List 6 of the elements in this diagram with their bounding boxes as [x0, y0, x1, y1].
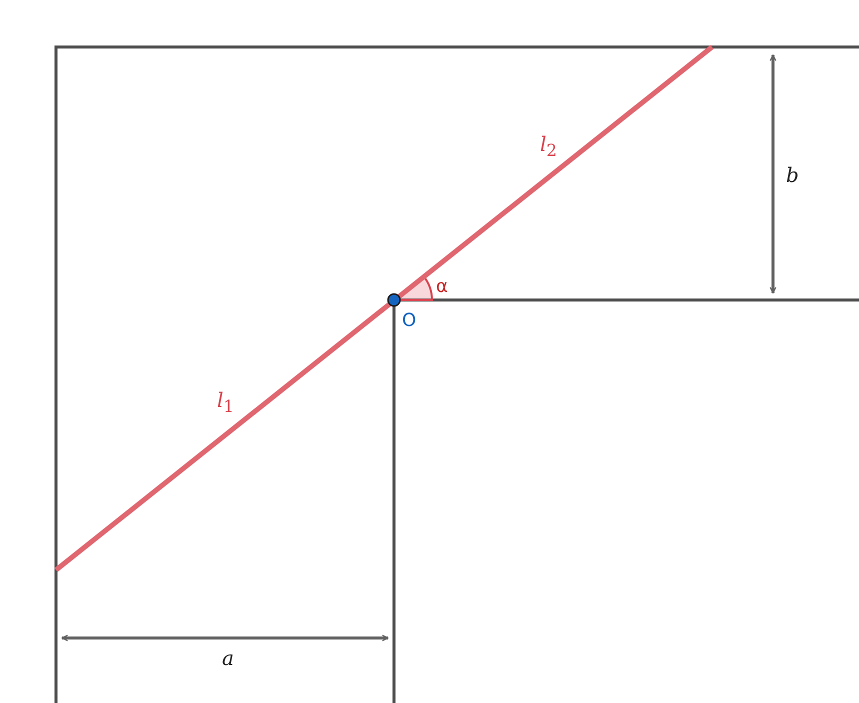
segment-label: l$_{2}$: [540, 134, 558, 160]
dimension-label: b: [786, 165, 799, 185]
angle-label: α: [436, 278, 448, 296]
dimension-label: a: [222, 648, 234, 668]
segment-label: l$_{1}$: [217, 390, 234, 416]
point-label: O: [402, 312, 416, 330]
